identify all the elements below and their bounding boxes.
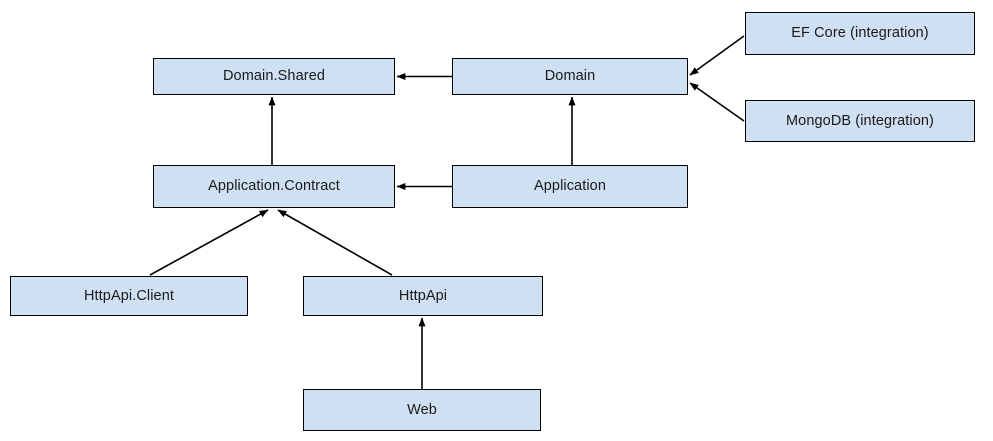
node-domain-shared-label: Domain.Shared [222,68,326,85]
node-application-contract-label: Application.Contract [208,178,340,195]
node-web[interactable]: Web [303,389,541,431]
node-domain-label: Domain [544,68,596,85]
node-mongodb[interactable]: MongoDB (integration) [745,100,975,142]
edge-ef-core-to-domain [689,35,745,76]
node-application[interactable]: Application [452,165,688,208]
node-httpapi-label: HttpApi [398,287,448,304]
node-httpapi-client[interactable]: HttpApi.Client [10,276,248,316]
node-domain-shared[interactable]: Domain.Shared [153,58,395,95]
node-ef-core[interactable]: EF Core (integration) [745,12,975,55]
edge-httpapi-to-application-contract [277,209,393,276]
edge-mongodb-to-domain [689,82,745,122]
node-application-label: Application [533,178,607,195]
node-httpapi-client-label: HttpApi.Client [83,287,175,304]
node-application-contract[interactable]: Application.Contract [153,165,395,208]
node-httpapi[interactable]: HttpApi [303,276,543,316]
node-domain[interactable]: Domain [452,58,688,95]
edge-httpapi-client-to-application-contract [149,209,269,276]
node-ef-core-label: EF Core (integration) [791,25,929,42]
node-web-label: Web [407,401,437,418]
node-mongodb-label: MongoDB (integration) [786,112,934,129]
